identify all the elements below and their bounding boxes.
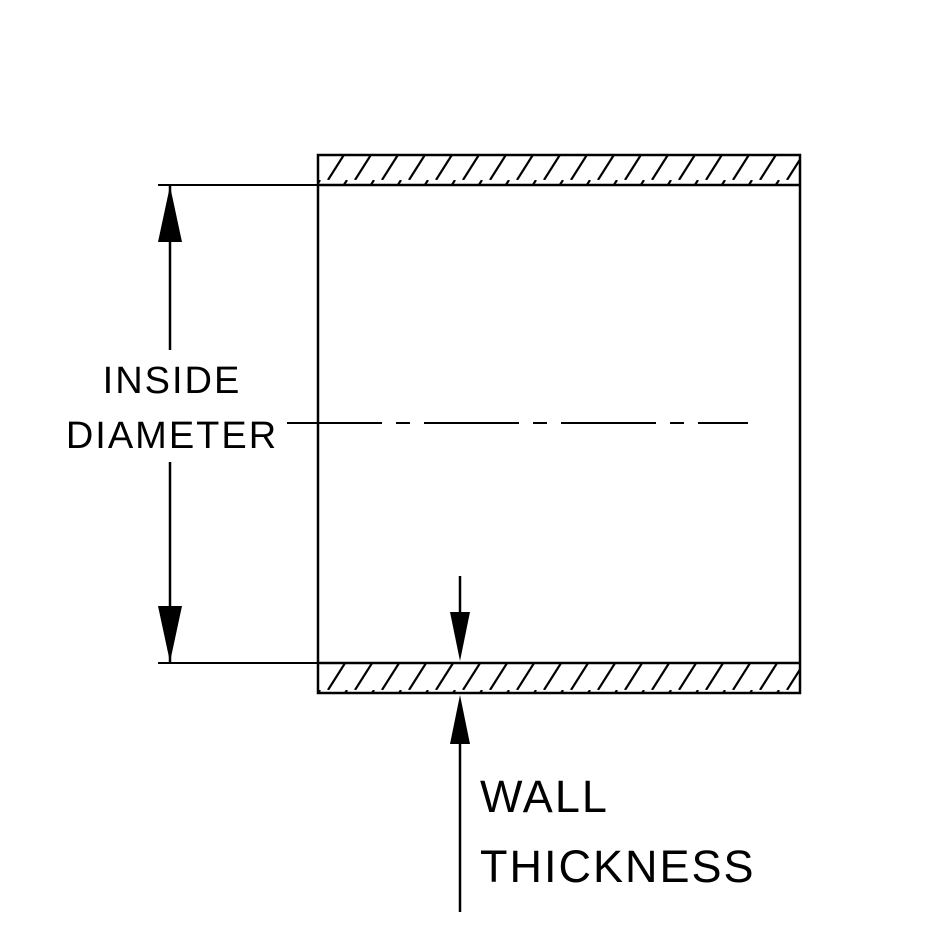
dimension-arrow-up-icon [158,186,182,242]
top-wall-hatch [318,155,800,185]
tube-cross-section [287,153,802,695]
inside-diameter-label-line1: INSIDE [103,360,242,402]
inside-diameter-label-line2: DIAMETER [66,415,278,457]
wall-thickness-arrow-up-icon [450,695,470,744]
wall-thickness-dimension: WALL THICKNESS [450,576,756,912]
dimension-arrow-down-icon [158,606,182,662]
wall-thickness-label-line1: WALL [480,771,609,822]
wall-thickness-arrow-down-icon [450,612,470,661]
inside-diameter-dimension: INSIDE DIAMETER [66,184,318,664]
bottom-wall-hatch [318,663,800,693]
wall-thickness-label-line2: THICKNESS [480,841,756,892]
